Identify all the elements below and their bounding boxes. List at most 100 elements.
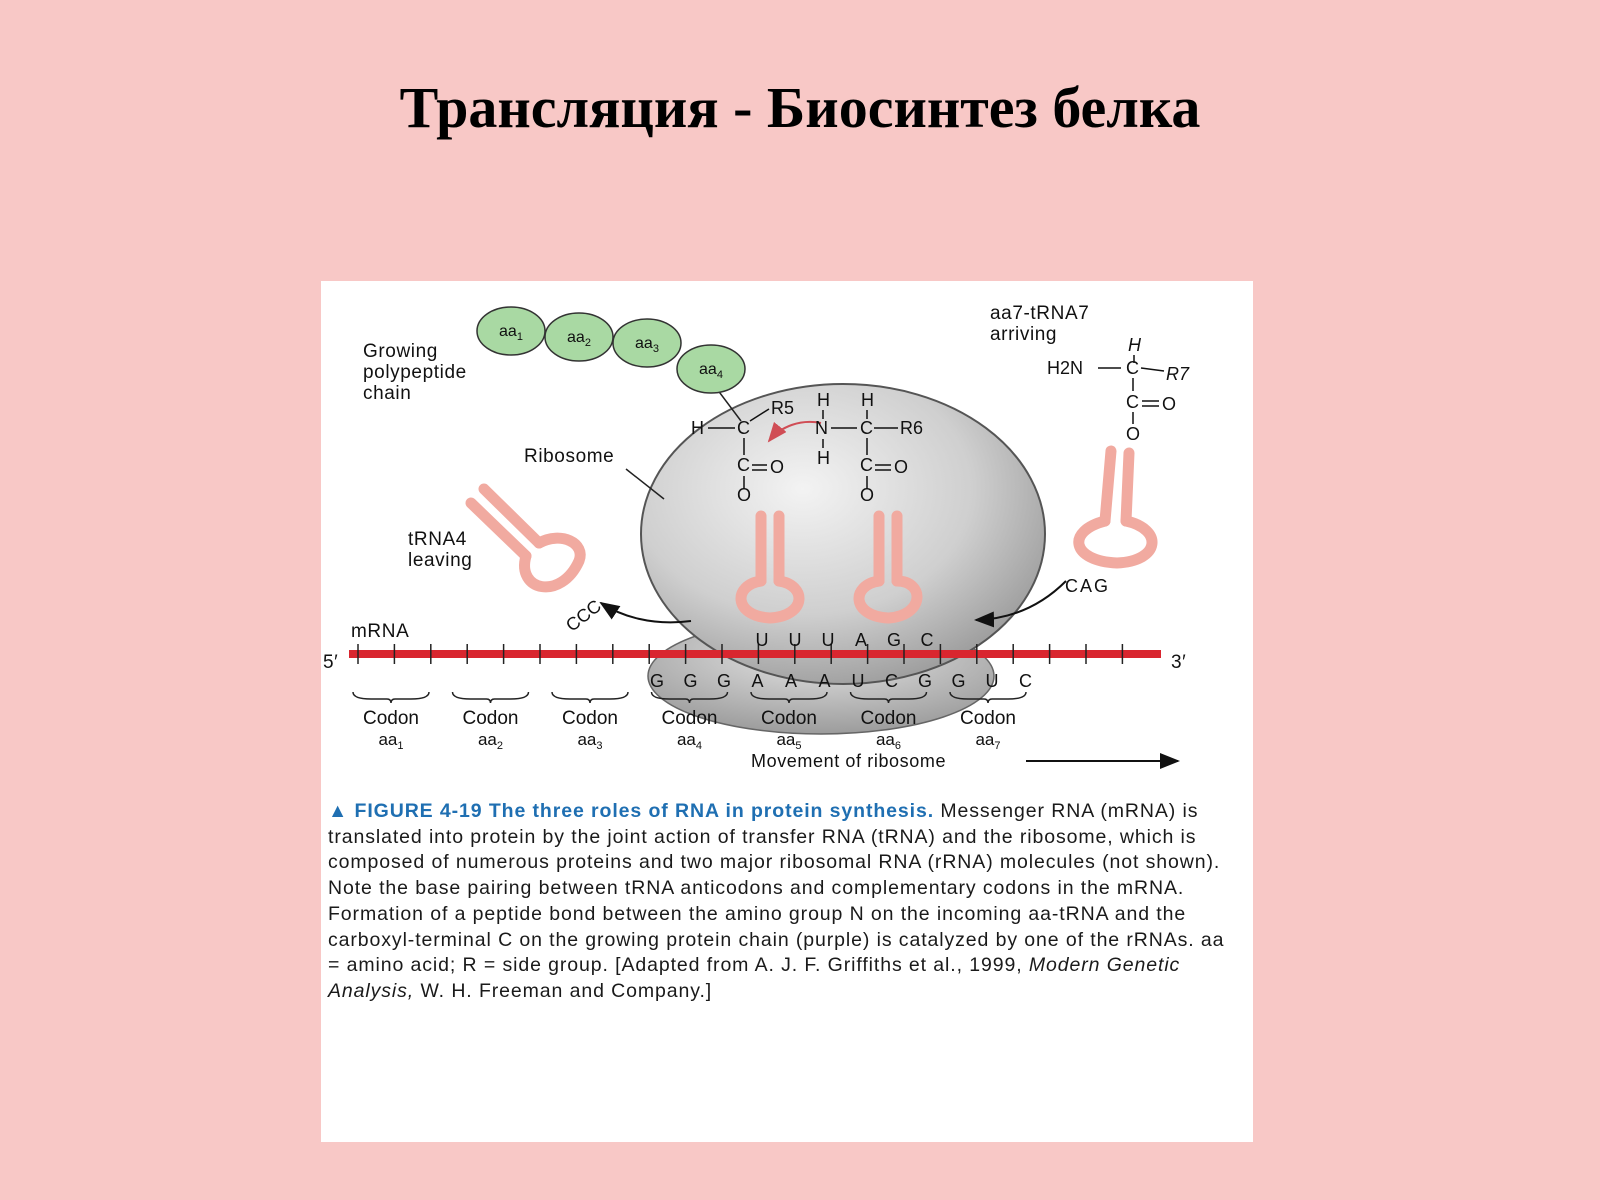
chem-left-o2: O [737,485,751,505]
codon-aa-label: aa3 [577,730,602,752]
five-prime-label: 5′ [323,652,338,673]
caption-book-title: Modern Genetic Analysis, [328,954,1181,1002]
arriving-label: aa7-tRNA7 arriving [990,303,1095,345]
chem-right-o2: O [860,485,874,505]
codon-brace [650,691,729,704]
chem-arr-h2n: H2N [1047,358,1083,378]
leaving-label: tRNA4 leaving [408,529,473,571]
chem-mid-h-bottom: H [817,448,830,468]
mrna-base: A [818,671,830,691]
chem-arr-o2: O [1126,424,1140,444]
mrna-base: C [1019,671,1032,691]
trna-a-site [853,510,923,624]
anticodon-base: G [887,630,901,650]
translation-figure: H C R5 C O O H N H H C R6 [321,281,1253,1142]
chem-middle-group: H N H [815,390,857,468]
arriving-arrow [974,580,1067,628]
translation-diagram: H C R5 C O O H N H H C R6 [323,303,1190,771]
codon-brace [750,691,828,704]
trna-leaving [465,483,586,593]
codon-aa-label: aa2 [478,730,503,752]
codon-brace [551,691,629,704]
chem-left-c: C [737,418,750,438]
ribosome-label: Ribosome [524,446,614,467]
mrna-base: G [951,671,965,691]
trna-p-site [735,510,805,624]
movement-label: Movement of ribosome [751,751,946,771]
codon-aa-label: aa5 [776,730,801,752]
slide-title: Трансляция - Биосинтез белка [399,75,1201,140]
anticodon-base: A [855,630,867,650]
anticodon-base: U [822,630,835,650]
anticodon-arriving: CAG [1065,576,1110,596]
codon-aa-label: aa6 [876,730,901,752]
chem-left-r: R5 [771,398,794,418]
codon-braces [352,691,1027,704]
codon-label: Codon [960,708,1016,729]
mrna-base: C [885,671,898,691]
ribosome-pointer [625,468,665,500]
codon-label: Codon [761,708,817,729]
mrna-label: mRNA [351,621,409,642]
amino-acid-bead: aa2 [544,312,614,362]
chem-left-h: H [691,418,704,438]
codon-brace [451,691,530,704]
amino-acid-bead: aa3 [612,318,682,368]
chem-mid-n: N [815,418,828,438]
mrna-base: A [751,671,763,691]
caption-tail: W. H. Freeman and Company.] [414,979,713,1002]
codon-aa-label: aa1 [378,730,403,752]
codon-brace [849,691,928,704]
chem-right-r: R6 [900,418,923,438]
chem-left-c2: C [737,455,750,475]
mrna-base: G [918,671,932,691]
three-prime-label: 3′ [1171,652,1186,673]
mrna-ticks [357,644,1124,664]
chem-arr-h: H [1128,335,1142,355]
amino-acid-bead: aa4 [676,344,746,394]
growing-chain-label: Growing polypeptide chain [363,341,473,404]
anticodon-base: U [789,630,802,650]
chem-right-o: O [894,457,908,477]
leaving-arrow [599,601,692,624]
mrna-base: G [650,671,664,691]
mrna-base: G [683,671,697,691]
figure-caption: ▲ FIGURE 4-19 The three roles of RNA in … [328,799,1228,1005]
caption-heading: ▲ FIGURE 4-19 The three roles of RNA in … [328,800,935,822]
anticodon-base: U [756,630,769,650]
mrna-base: A [785,671,797,691]
chem-arr-r: R7 [1166,364,1190,384]
codon-label: Codon [662,708,718,729]
codon-brace [352,691,430,704]
chem-arr-c2: C [1126,392,1139,412]
chem-mid-h-top: H [817,390,830,410]
codon-aa-label: aa4 [677,730,702,752]
codon-label: Codon [463,708,519,729]
codon-label: Codon [363,708,419,729]
anticodon-base: C [921,630,934,650]
chem-right-c: C [860,418,873,438]
mrna-base: G [717,671,731,691]
chem-arriving-group: H H2N C R7 C O O [1047,335,1190,444]
caption-body: Messenger RNA (mRNA) is translated into … [328,800,1225,977]
chem-right-c2: C [860,455,873,475]
codon-aa-label: aa7 [975,730,1000,752]
chem-arr-o: O [1162,394,1176,414]
chem-right-h: H [861,390,874,410]
anticodon-leaving: CCC [562,596,605,636]
codon-labels: Codonaa1Codonaa2Codonaa3Codonaa4Codonaa5… [363,708,1016,752]
peptide-transfer-arrow [767,421,822,443]
codon-label: Codon [861,708,917,729]
mrna-base: U [852,671,865,691]
chem-left-o: O [770,457,784,477]
amino-acid-bead: aa1 [476,306,546,356]
codon-brace [949,691,1027,704]
trna-arriving [1073,445,1158,569]
chem-left-group: H C R5 C O O [691,398,794,505]
chem-arr-c: C [1126,358,1139,378]
chem-right-group: H C R6 C O O [860,390,923,505]
mrna-base: U [986,671,999,691]
